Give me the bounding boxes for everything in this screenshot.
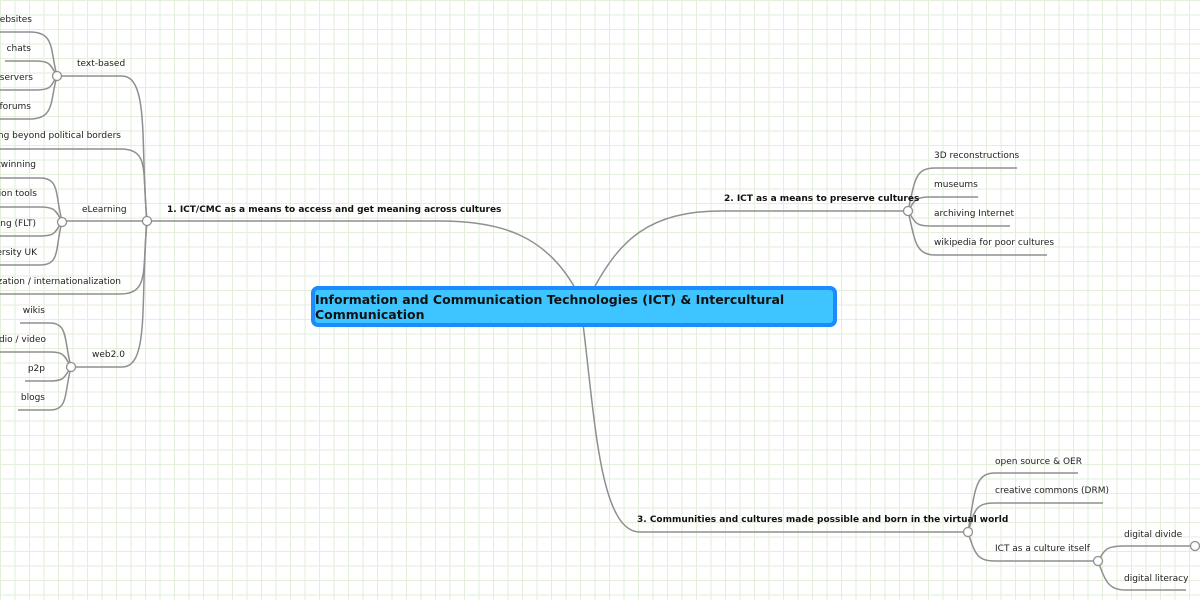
node-open-source[interactable]: open source & OER: [995, 457, 1082, 467]
node-tools[interactable]: tion tools: [0, 189, 37, 199]
node-p2p[interactable]: p2p: [28, 364, 45, 374]
text-based-label[interactable]: text-based: [77, 59, 125, 69]
node-creative-commons[interactable]: creative commons (DRM): [995, 486, 1109, 496]
culture-label[interactable]: ICT as a culture itself: [995, 544, 1091, 554]
text-based-collapse-toggle[interactable]: [51, 70, 63, 82]
node-digital-literacy[interactable]: digital literacy: [1124, 574, 1189, 584]
branch1-collapse-toggle[interactable]: [141, 215, 153, 227]
node-blogs[interactable]: blogs: [21, 393, 45, 403]
node-3d[interactable]: 3D reconstructions: [934, 151, 1020, 161]
branch1-label[interactable]: 1. ICT/CMC as a means to access and get …: [167, 205, 501, 215]
node-chatservers[interactable]: tservers: [0, 73, 33, 83]
node-museums[interactable]: museums: [934, 180, 978, 190]
node-websites[interactable]: websites: [0, 15, 32, 25]
node-localization[interactable]: calization / internationalization: [0, 277, 121, 287]
node-archiving[interactable]: archiving Internet: [934, 209, 1014, 219]
node-wikis[interactable]: wikis: [23, 306, 46, 316]
node-borders[interactable]: going beyond political borders: [0, 131, 121, 141]
web20-label[interactable]: web2.0: [92, 350, 125, 360]
node-wikipedia[interactable]: wikipedia for poor cultures: [934, 238, 1054, 248]
node-flt[interactable]: ing (FLT): [0, 219, 36, 229]
web20-collapse-toggle[interactable]: [65, 361, 77, 373]
branch3-collapse-toggle[interactable]: [962, 526, 974, 538]
branch3-label[interactable]: 3. Communities and cultures made possibl…: [637, 515, 1008, 525]
elearning-collapse-toggle[interactable]: [56, 216, 68, 228]
central-topic[interactable]: Information and Communication Technologi…: [311, 286, 837, 327]
node-chats[interactable]: chats: [7, 44, 32, 54]
branch2-label[interactable]: 2. ICT as a means to preserve cultures: [724, 194, 919, 204]
elearning-label[interactable]: eLearning: [82, 205, 127, 215]
culture-collapse-toggle[interactable]: [1092, 555, 1104, 567]
digital-divide-expand-toggle[interactable]: [1189, 540, 1200, 552]
node-digital-divide[interactable]: digital divide: [1124, 530, 1183, 540]
node-university[interactable]: ersity UK: [0, 248, 38, 258]
branch2-collapse-toggle[interactable]: [902, 205, 914, 217]
node-forums[interactable]: forums: [0, 102, 31, 112]
node-twinning[interactable]: twinning: [0, 160, 36, 170]
node-audio-video[interactable]: udio / video: [0, 335, 46, 345]
